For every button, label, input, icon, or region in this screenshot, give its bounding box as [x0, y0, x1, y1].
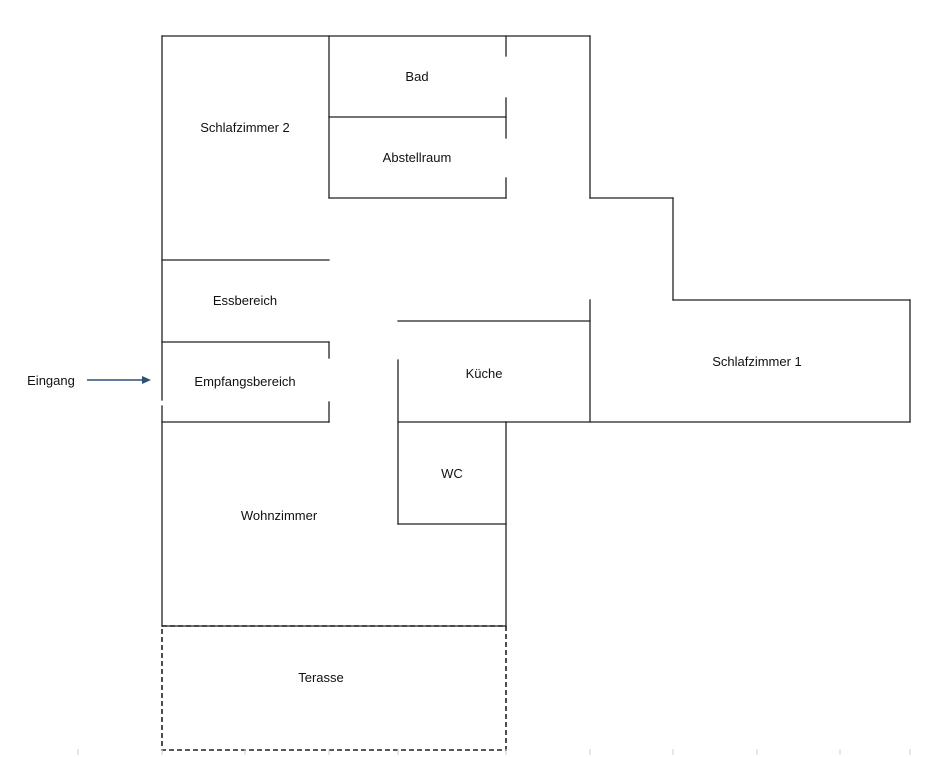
ruler-ticks [77, 749, 911, 755]
label-schlafzimmer-2: Schlafzimmer 2 [200, 120, 290, 135]
label-bad: Bad [405, 69, 428, 84]
label-kueche: Küche [466, 366, 503, 381]
label-wohnzimmer: Wohnzimmer [241, 508, 318, 523]
label-entrance: Eingang [27, 373, 75, 388]
terrace-outline [161, 625, 507, 751]
label-empfangsbereich: Empfangsbereich [194, 374, 295, 389]
entrance-arrow [87, 376, 151, 384]
label-abstellraum: Abstellraum [383, 150, 452, 165]
label-schlafzimmer-1: Schlafzimmer 1 [712, 354, 802, 369]
label-terasse: Terasse [298, 670, 344, 685]
interior-walls [161, 35, 591, 525]
entrance-arrow-head [142, 376, 151, 384]
label-wc: WC [441, 466, 463, 481]
label-essbereich: Essbereich [213, 293, 277, 308]
